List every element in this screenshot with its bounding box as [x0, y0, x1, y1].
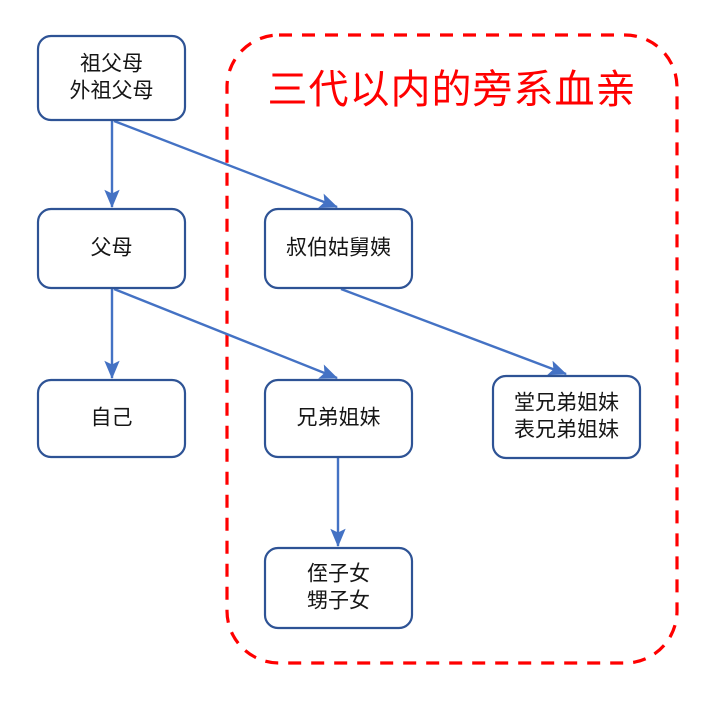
node-box-siblings[interactable]	[263, 378, 414, 459]
edge-parents-to-siblings	[113, 287, 338, 380]
edge-uncles-to-cousins	[340, 287, 567, 376]
node-parents[interactable]: 父母	[36, 207, 187, 290]
node-label-parents-line1: 父母	[91, 236, 133, 260]
group-frame	[225, 33, 679, 665]
node-box-nephews-nieces[interactable]	[263, 546, 414, 630]
node-label-cousins-line1: 堂兄弟姐妹	[514, 391, 619, 415]
node-label-cousins-line2: 表兄弟姐妹	[514, 418, 619, 442]
node-label-uncles-aunts-line1: 叔伯姑舅姨	[286, 236, 391, 260]
node-label-nephews-nieces-line2: 甥子女	[307, 589, 370, 613]
node-box-self[interactable]	[36, 378, 187, 459]
node-uncles-aunts[interactable]: 叔伯姑舅姨	[263, 207, 414, 290]
node-siblings[interactable]: 兄弟姐妹	[263, 378, 414, 459]
group-title: 三代以内的旁系血亲	[268, 67, 637, 113]
edge-grandparents-to-uncles	[113, 119, 338, 209]
node-label-siblings-line1: 兄弟姐妹	[297, 406, 381, 430]
node-label-nephews-nieces-line1: 侄子女	[307, 562, 370, 586]
node-box-parents[interactable]	[36, 207, 187, 290]
edge-layer	[104, 119, 567, 547]
node-box-uncles-aunts[interactable]	[263, 207, 414, 290]
group-frame-rect	[225, 33, 679, 665]
node-label-grandparents-line1: 祖父母	[80, 52, 143, 76]
node-box-cousins[interactable]	[491, 374, 642, 460]
node-self[interactable]: 自己	[36, 378, 187, 459]
node-label-self-line1: 自己	[91, 406, 133, 430]
node-label-grandparents-line2: 外祖父母	[70, 79, 154, 103]
node-box-grandparents[interactable]	[36, 34, 187, 122]
